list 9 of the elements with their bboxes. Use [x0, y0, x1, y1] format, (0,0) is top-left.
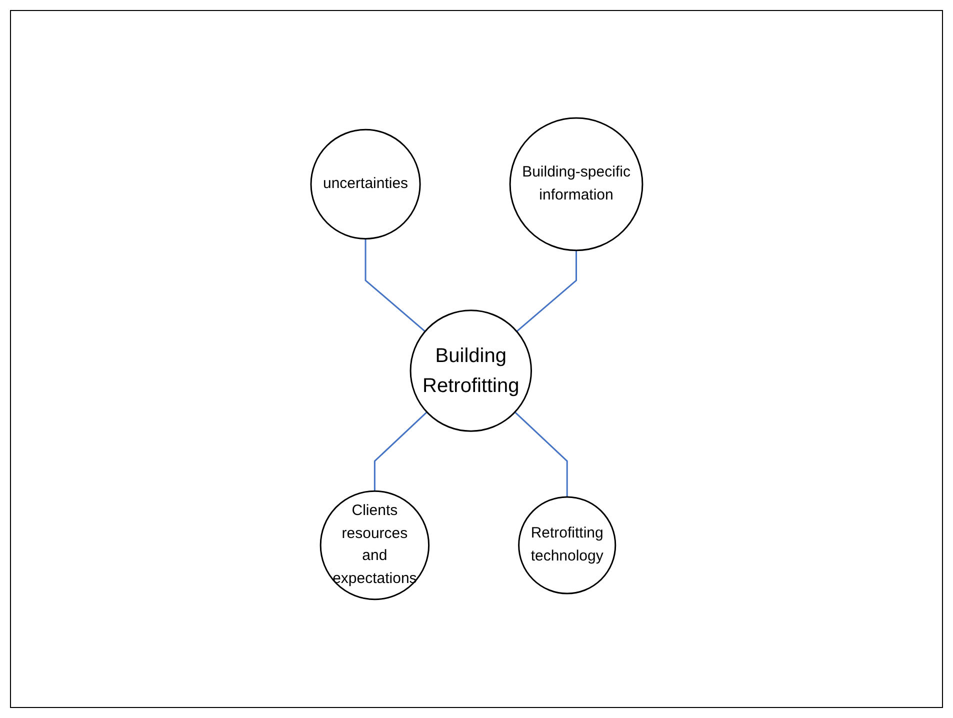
node-circle: Building Retrofitting	[410, 310, 532, 432]
node-circle: Building-specific information	[509, 118, 643, 252]
connector	[364, 239, 426, 332]
node-circle: Retrofitting technology	[518, 496, 616, 595]
connector	[514, 412, 568, 498]
connector	[516, 250, 577, 332]
node-circle: uncertainties	[310, 129, 421, 240]
connector	[374, 412, 428, 492]
node-circle: Clients resources and expectations	[320, 490, 430, 600]
